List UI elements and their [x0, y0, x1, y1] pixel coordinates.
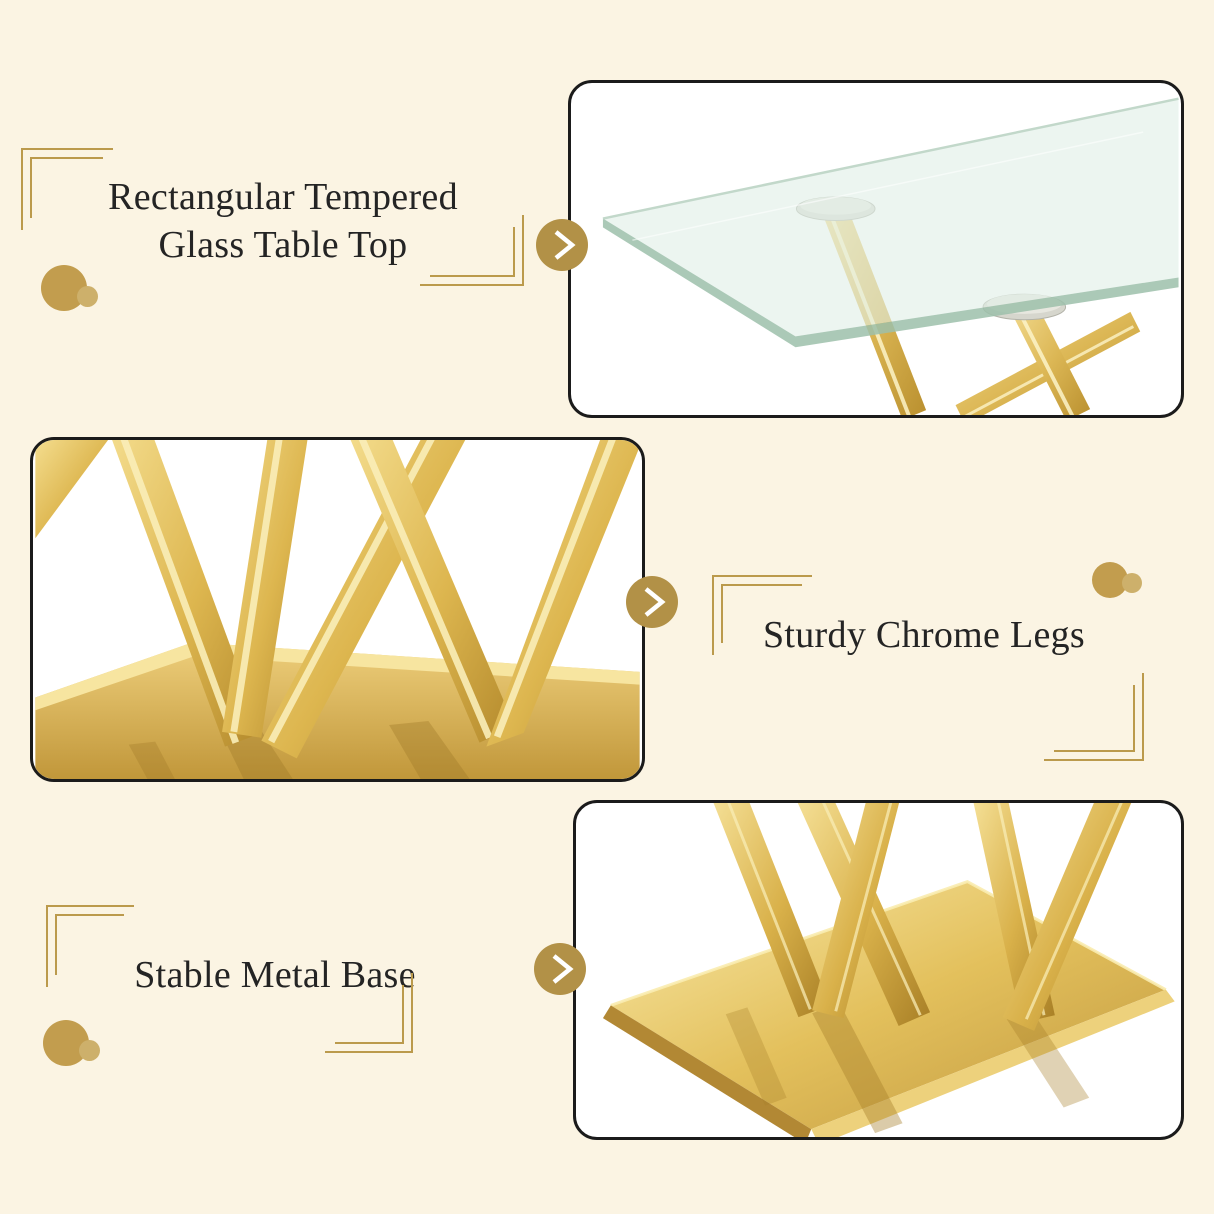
chevron-right-icon: [536, 219, 588, 271]
feature-title-line: Stable Metal Base: [134, 954, 416, 996]
corner-bracket-icon: [21, 148, 113, 230]
photo-panel-glass-top: [568, 80, 1184, 418]
corner-bracket-icon: [712, 575, 812, 655]
chevron-right-badge: [626, 576, 678, 628]
metal-base-photo: [602, 803, 1175, 1137]
gold-base-plate: [602, 879, 1175, 1137]
feature-title-line: Rectangular Tempered: [108, 176, 458, 218]
chevron-right-icon: [626, 576, 678, 628]
chevron-right-icon: [534, 943, 586, 995]
gold-legs: [35, 440, 642, 759]
corner-bracket-icon: [1044, 673, 1144, 761]
decor-dot: [1122, 573, 1142, 593]
feature-title-glass-top: Rectangular Tempered Glass Table Top: [63, 173, 503, 269]
decor-dot: [79, 1040, 100, 1061]
photo-panel-metal-base: [573, 800, 1184, 1140]
feature-title-chrome-legs: Sturdy Chrome Legs: [704, 611, 1144, 659]
chevron-right-badge: [534, 943, 586, 995]
glass-sheet: [602, 97, 1179, 348]
feature-title-line: Glass Table Top: [158, 224, 408, 266]
feature-title-metal-base: Stable Metal Base: [55, 951, 495, 999]
chrome-legs-photo: [35, 440, 642, 779]
glass-tabletop-photo: [602, 97, 1179, 415]
corner-bracket-icon: [325, 973, 413, 1053]
chevron-right-badge: [536, 219, 588, 271]
decor-dot: [77, 286, 98, 307]
feature-title-line: Sturdy Chrome Legs: [762, 614, 1086, 656]
corner-bracket-icon: [420, 215, 524, 286]
photo-panel-chrome-legs: [30, 437, 645, 782]
gold-legs: [713, 803, 1132, 1031]
corner-bracket-icon: [46, 905, 134, 987]
